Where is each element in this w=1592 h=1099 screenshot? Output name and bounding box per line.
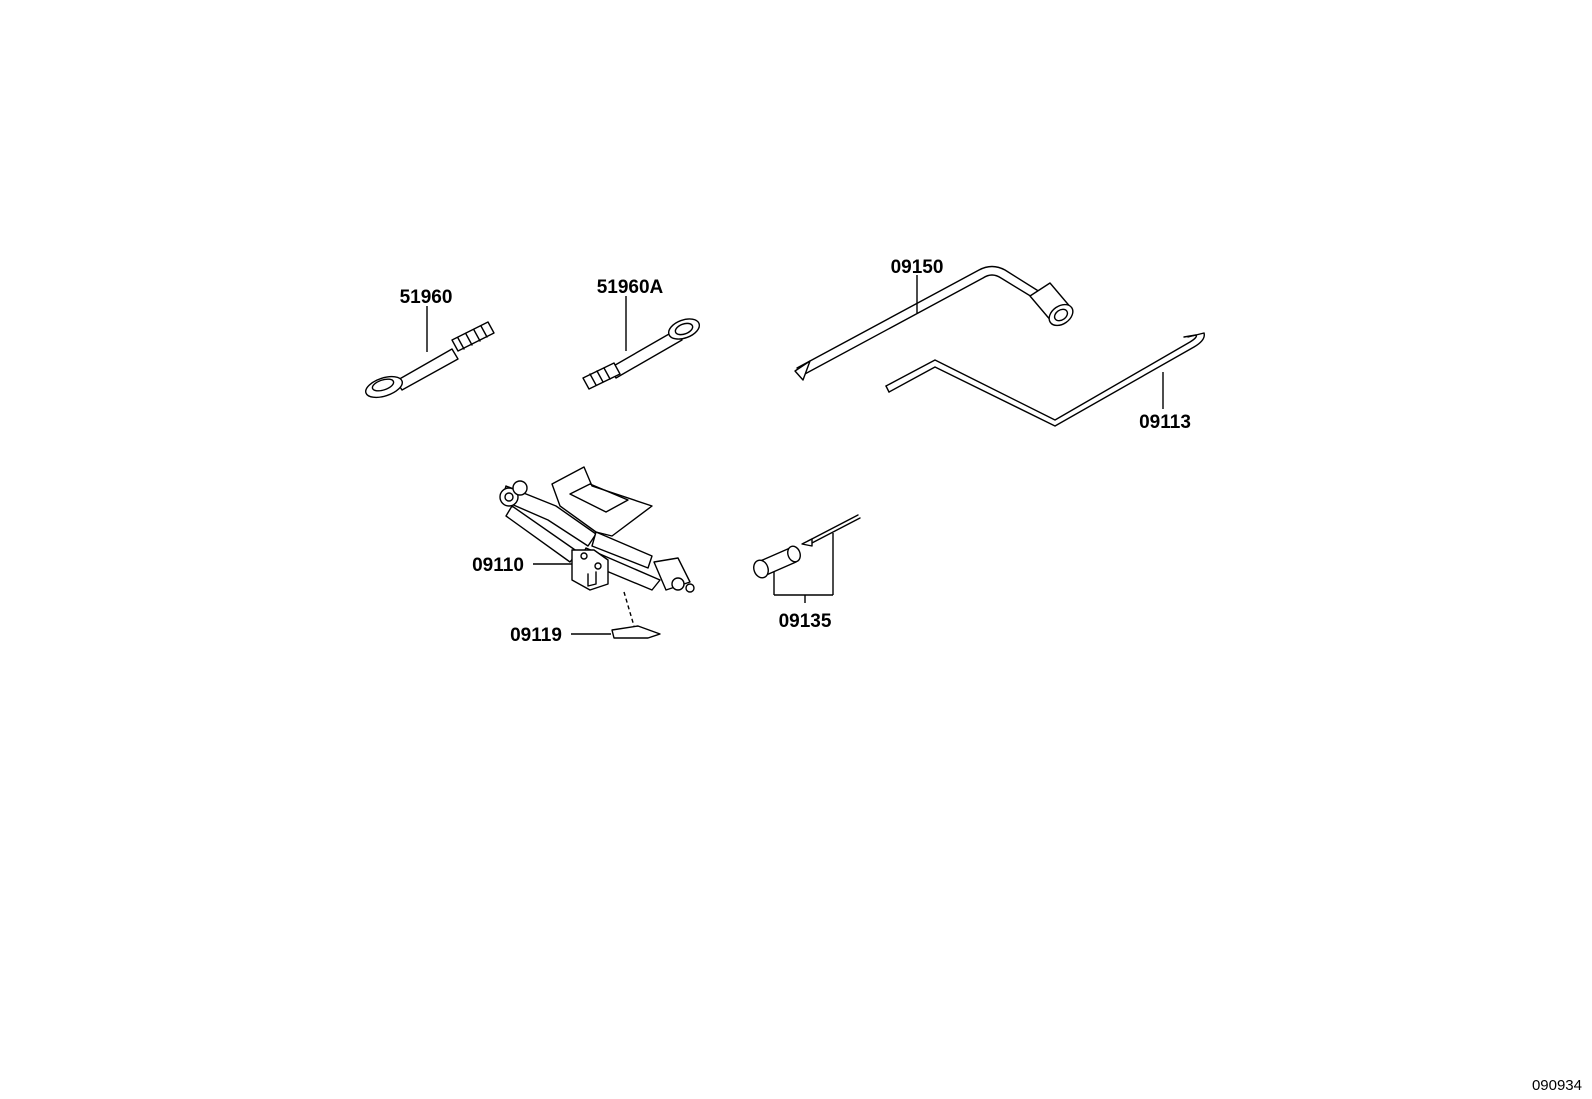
- part-label-09113[interactable]: 09113: [1139, 412, 1191, 433]
- part-51960-drawing[interactable]: 51960: [363, 287, 495, 401]
- part-label-51960[interactable]: 51960: [400, 287, 453, 308]
- part-09135-drawing[interactable]: 09135: [751, 514, 861, 632]
- part-51960A-drawing[interactable]: 51960A: [582, 277, 702, 390]
- diagram-id: 090934: [1532, 1077, 1582, 1094]
- part-label-51960A[interactable]: 51960A: [597, 277, 664, 298]
- part-label-09150[interactable]: 09150: [891, 257, 944, 278]
- part-09110-drawing[interactable]: 09110: [472, 466, 695, 593]
- part-09150-drawing[interactable]: 09150: [794, 257, 1077, 381]
- part-label-09110[interactable]: 09110: [472, 555, 524, 576]
- part-label-09119[interactable]: 09119: [510, 625, 562, 646]
- part-09119-drawing[interactable]: 09119: [510, 591, 661, 646]
- part-label-09135[interactable]: 09135: [779, 611, 832, 632]
- part-09113-drawing[interactable]: 09113: [885, 332, 1205, 433]
